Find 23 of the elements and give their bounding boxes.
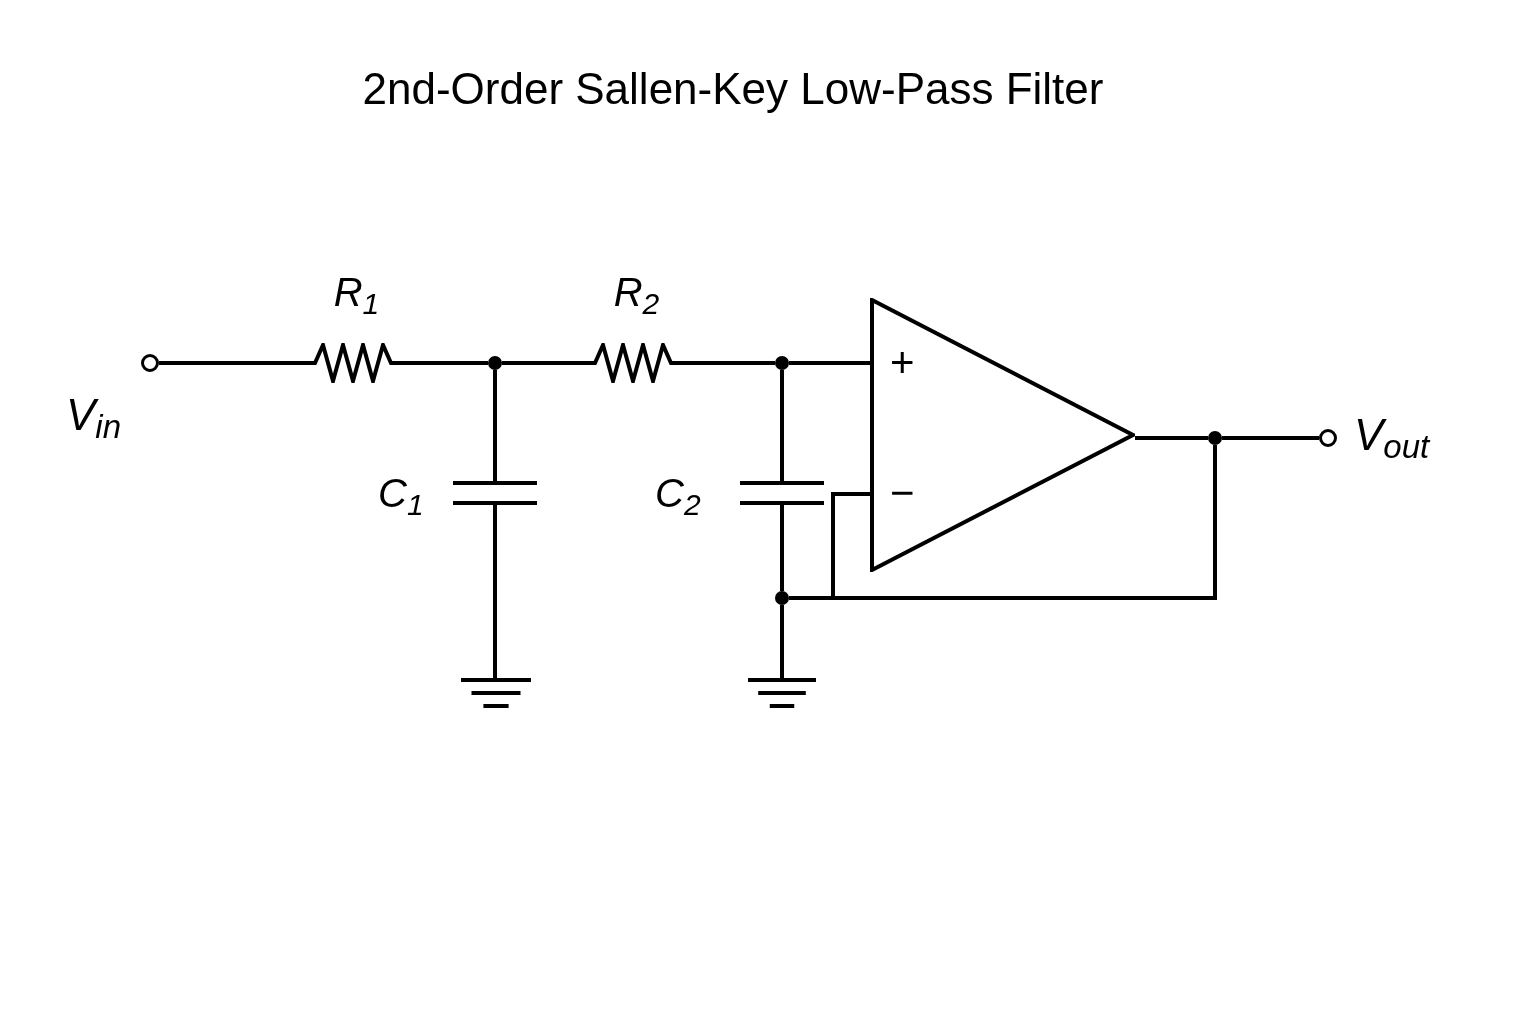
wire — [780, 508, 784, 591]
wire — [780, 605, 784, 678]
terminal-label: V$_{out}$ — [1354, 410, 1430, 460]
wire — [1133, 436, 1208, 440]
ground-symbol — [748, 678, 816, 708]
wire — [502, 361, 583, 365]
component-label: C$_{2}$ — [655, 470, 701, 516]
diagram-title: 2nd-Order Sallen-Key Low-Pass Filter — [362, 63, 1104, 115]
wire — [493, 508, 497, 678]
component-label: R$_{2}$ — [613, 269, 660, 316]
wire — [410, 361, 488, 365]
component-label: R$_{1}$ — [333, 269, 380, 316]
wire — [780, 370, 784, 478]
input-sign: + — [890, 340, 915, 386]
wire — [493, 370, 497, 478]
wire — [690, 361, 775, 365]
wire — [1222, 436, 1319, 440]
component-label: C$_{1}$ — [378, 470, 424, 516]
wire — [789, 361, 872, 365]
wire — [159, 361, 303, 365]
input-sign: − — [890, 470, 915, 516]
ground-symbol — [461, 678, 531, 708]
terminal-label: V$_{in}$ — [66, 390, 122, 440]
